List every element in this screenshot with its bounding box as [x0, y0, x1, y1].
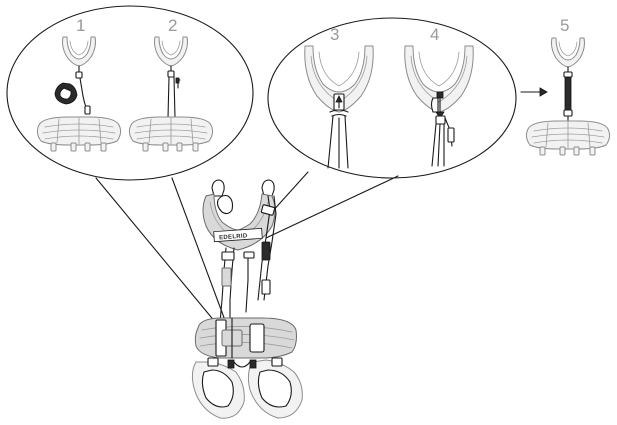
step-5-number: 5: [560, 16, 569, 35]
step-1-illustration: 1: [36, 16, 122, 152]
step-2-illustration: 2: [128, 16, 214, 152]
magnifier-circle-steps-3-4: 3 4: [267, 17, 517, 179]
leader-lines: [95, 171, 399, 324]
step-4-number: 4: [430, 25, 439, 44]
full-harness-illustration: EDELRID: [191, 179, 303, 419]
brand-label: EDELRID: [219, 233, 248, 241]
step-3-illustration: 3: [304, 25, 374, 169]
magnifier-circle-steps-1-2: 1 2: [6, 5, 254, 181]
step-3-number: 3: [330, 25, 339, 44]
step-4-illustration: 4: [404, 25, 474, 167]
step-2-number: 2: [168, 16, 177, 35]
step-5-illustration: 5: [525, 16, 611, 156]
step-1-number: 1: [76, 16, 85, 35]
right-arrow-icon: [520, 87, 548, 97]
